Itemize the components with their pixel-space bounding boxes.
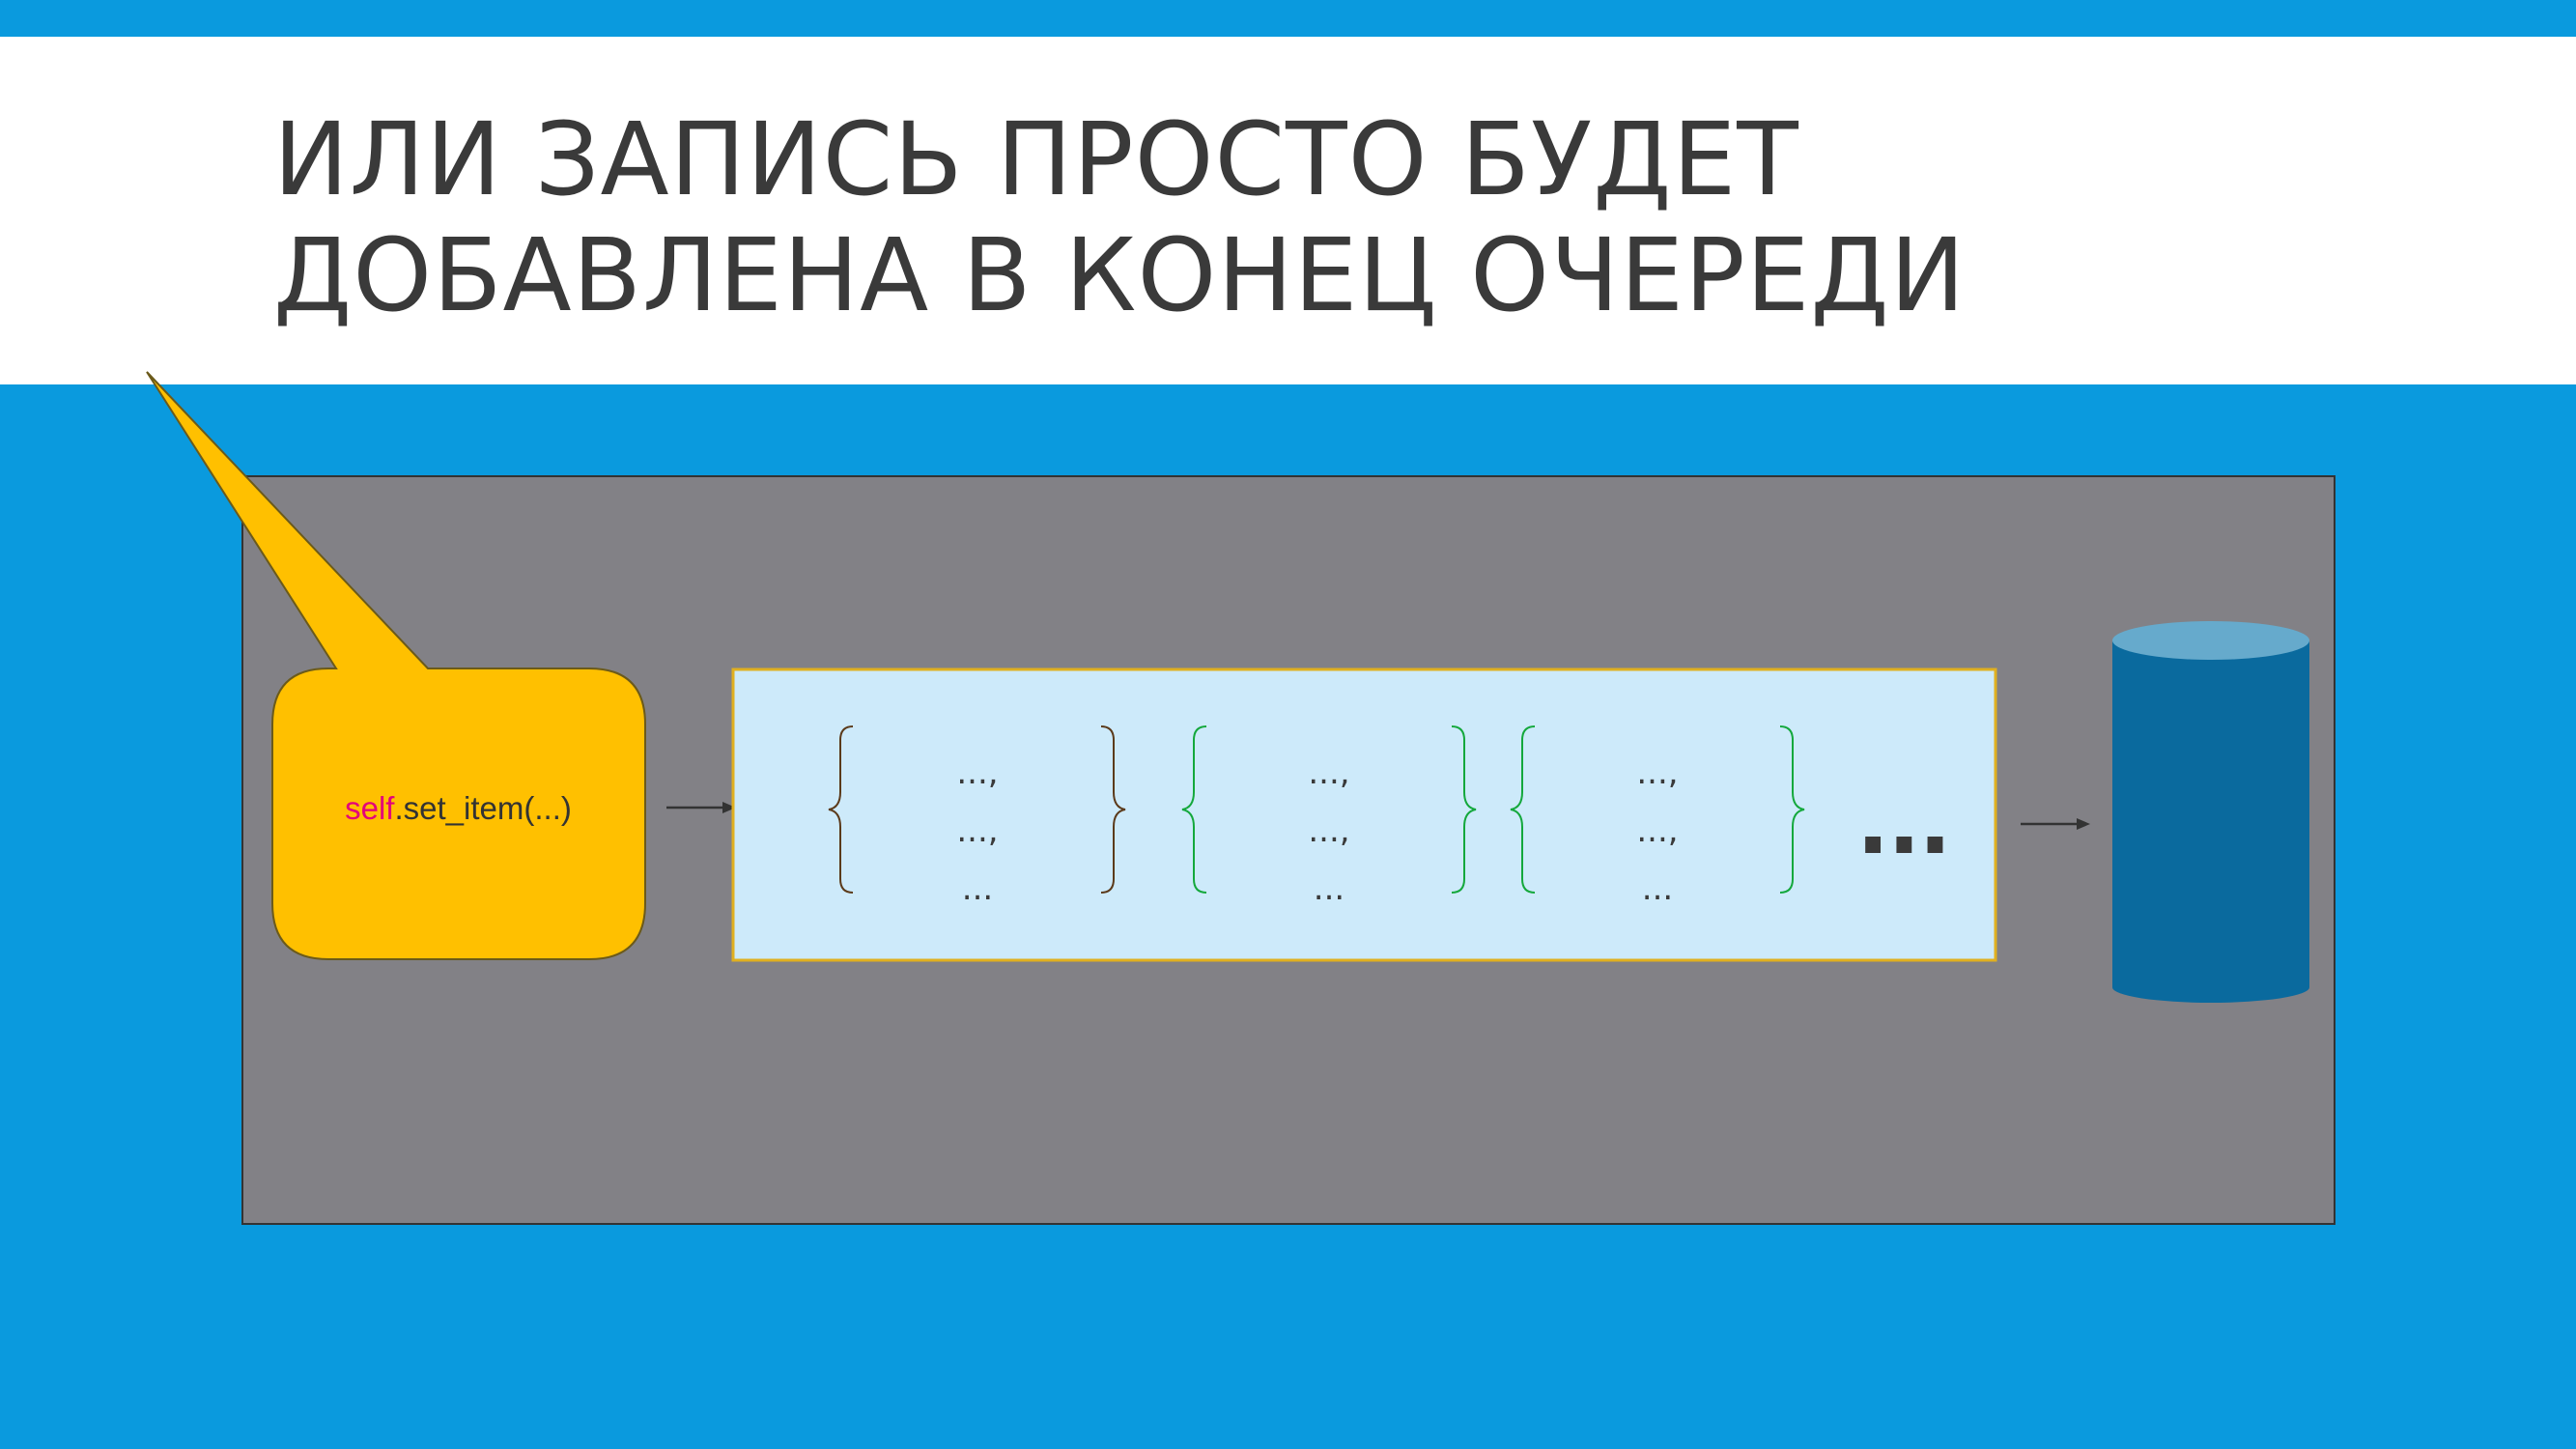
callout-method: .set_item(...) xyxy=(394,790,572,826)
title-line-1: ИЛИ ЗАПИСЬ ПРОСТО БУДЕТ xyxy=(273,100,1799,218)
database-icon xyxy=(2112,621,2309,1003)
callout-keyword: self xyxy=(345,790,395,826)
queue-item-3-line-3: ... xyxy=(1641,869,1674,908)
queue-item-2-line-2: ..., xyxy=(1308,811,1350,850)
queue-item-1-line-2: ..., xyxy=(956,811,999,850)
slide-title: ИЛИ ЗАПИСЬ ПРОСТО БУДЕТ ДОБАВЛЕНА В КОНЕ… xyxy=(273,101,2398,333)
item3-right-brace xyxy=(1779,725,1805,894)
queue-item-1: ..., ..., ... xyxy=(910,744,1045,918)
queue-item-3: ..., ..., ... xyxy=(1590,744,1725,918)
queue-more-ellipsis: ... xyxy=(1856,773,1952,874)
item1-left-brace xyxy=(828,725,854,894)
item1-right-brace xyxy=(1100,725,1126,894)
queue-item-1-line-1: ..., xyxy=(956,753,999,792)
queue-box xyxy=(731,668,1997,962)
queue-item-3-line-1: ..., xyxy=(1636,753,1679,792)
queue-item-2-line-3: ... xyxy=(1313,869,1345,908)
queue-item-2: ..., ..., ... xyxy=(1261,744,1397,918)
queue-item-1-line-3: ... xyxy=(961,869,994,908)
callout-code: self.set_item(...) xyxy=(272,790,644,827)
callout-bubble xyxy=(146,371,646,960)
queue-item-2-line-1: ..., xyxy=(1308,753,1350,792)
item2-right-brace xyxy=(1451,725,1477,894)
arrow-to-queue-head xyxy=(722,802,736,813)
item2-left-brace xyxy=(1181,725,1207,894)
item3-left-brace xyxy=(1510,725,1536,894)
queue-item-3-line-2: ..., xyxy=(1636,811,1679,850)
arrow-to-database-head xyxy=(2077,818,2090,830)
title-band xyxy=(0,37,2576,384)
title-line-2: ДОБАВЛЕНА В КОНЕЦ ОЧЕРЕДИ xyxy=(273,216,1967,334)
